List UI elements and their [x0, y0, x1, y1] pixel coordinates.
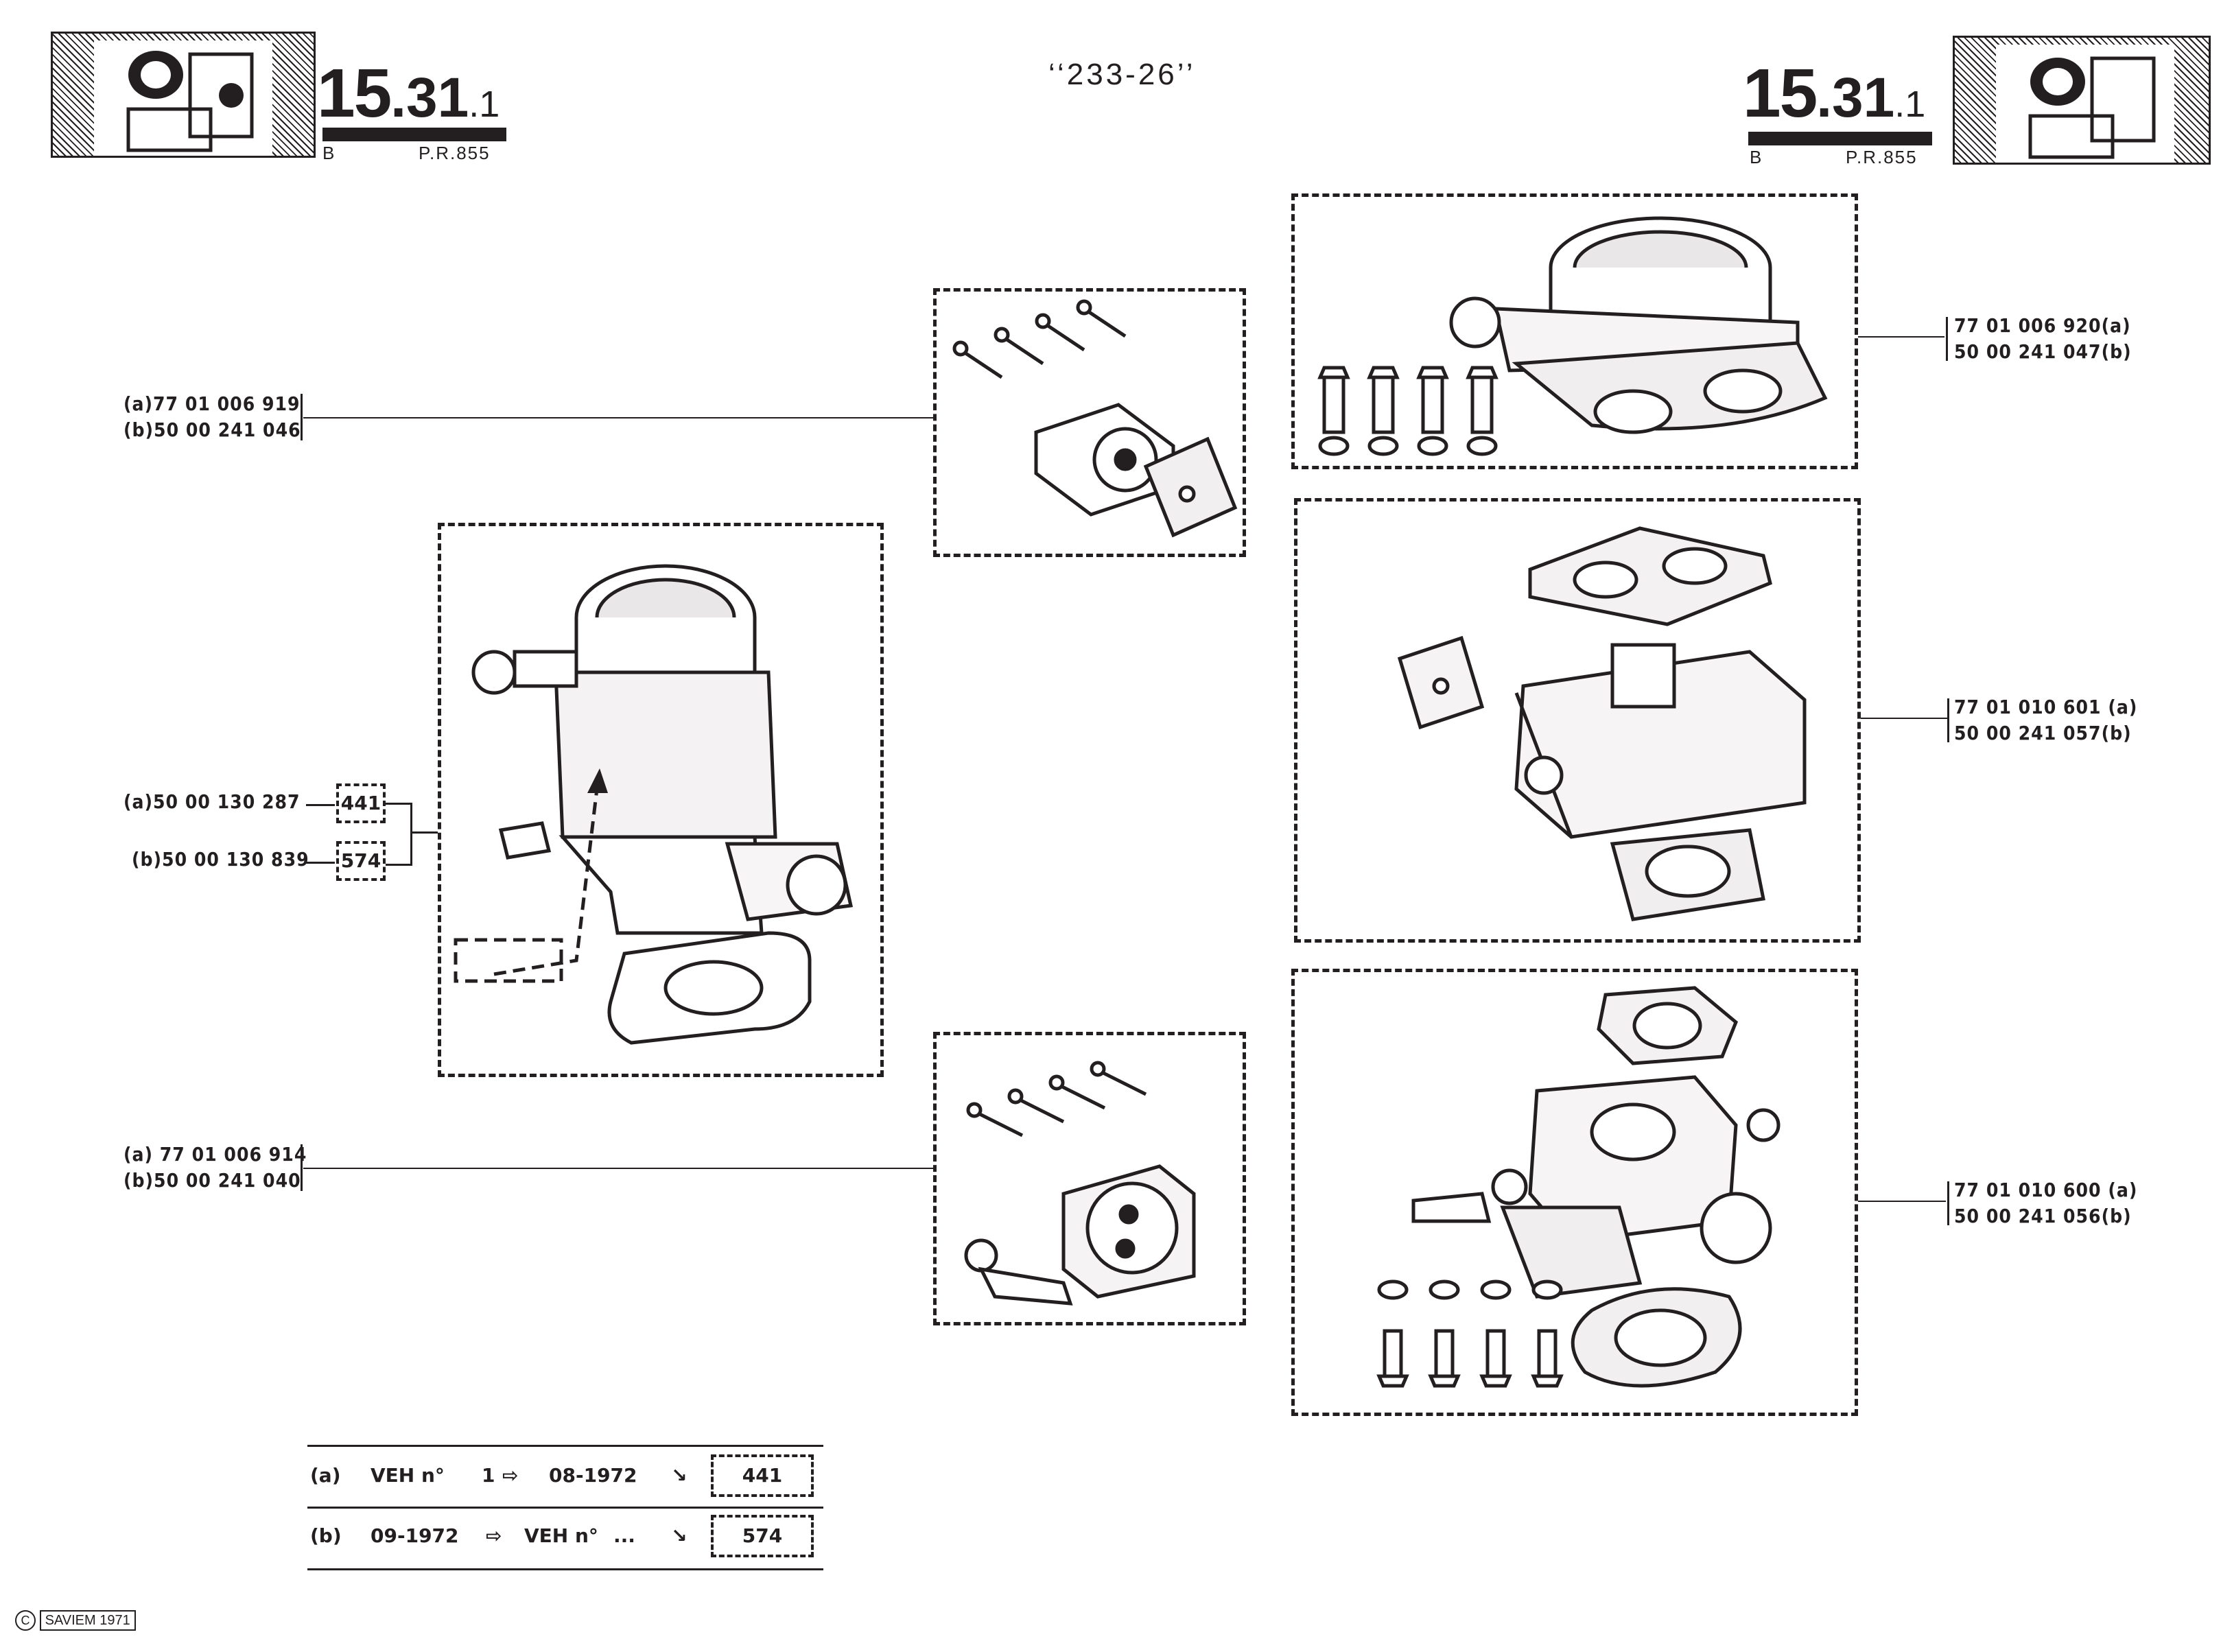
carburettor-icon — [471, 564, 854, 1045]
legend-tag-a: (a) — [310, 1464, 341, 1487]
legend-rule-mid — [307, 1507, 823, 1509]
leader-line-carb-b — [306, 862, 335, 864]
ref-right-bot: 77 01 010 600 (a) 50 00 241 056(b) — [1954, 1177, 2137, 1229]
arrow-right-icon: ⇨ — [486, 1524, 502, 1547]
copyright-text: SAVIEM 1971 — [39, 1610, 136, 1631]
bracket-lower-cover — [296, 1144, 303, 1191]
fuel-path-arrow-icon — [454, 768, 608, 983]
header-bar-right — [1748, 132, 1932, 145]
ref-right-mid-b: 50 00 241 057(b) — [1954, 722, 2132, 744]
header-thumbnail-left — [51, 32, 316, 158]
page-number-left: 15.31.1 — [317, 55, 500, 132]
ref-lower-cover: (a) 77 01 006 914 (b)50 00 241 040 — [124, 1142, 307, 1194]
choke-cover-box — [933, 1032, 1246, 1325]
header-pr-left: P.R.855 — [419, 143, 491, 163]
legend-from-b: 09-1972 — [371, 1524, 459, 1547]
ref-top-cover-b: (b)50 00 241 046 — [124, 418, 301, 441]
legend-tag-b: (b) — [310, 1524, 342, 1547]
throttle-body-box — [1291, 969, 1858, 1416]
ref-right-bot-b: 50 00 241 056(b) — [1954, 1205, 2132, 1227]
legend-to-a: 08-1972 — [549, 1464, 637, 1487]
ref-right-top: 77 01 006 920(a) 50 00 241 047(b) — [1954, 313, 2132, 365]
throttle-body-icon — [1376, 986, 1781, 1388]
air-horn-box — [1291, 193, 1858, 469]
carburettor-thumbnail-icon — [1996, 45, 2174, 163]
leader-line-carb — [410, 831, 438, 834]
legend-code-a: 441 — [711, 1454, 814, 1497]
legend-row-a: (a) VEH n° 1 ⇨ 08-1972 ↘ 441 — [307, 1449, 823, 1505]
ref-lower-cover-a: (a) 77 01 006 914 — [124, 1143, 307, 1166]
legend-from-val-a: 1 — [482, 1464, 495, 1487]
brace-right-top — [1946, 317, 1952, 361]
leader-line-carb-a — [306, 804, 335, 806]
header-pr-right: P.R.855 — [1846, 147, 1918, 167]
bracket-top-cover — [296, 394, 303, 440]
page-number-right: 15.31.1 — [1743, 55, 1926, 132]
diaphragm-cover-box — [933, 288, 1246, 557]
legend-rule-top — [307, 1445, 823, 1447]
ref-right-bot-a: 77 01 010 600 (a) — [1954, 1179, 2138, 1201]
ref-top-cover: (a)77 01 006 919 (b)50 00 241 046 — [124, 391, 301, 443]
legend-rule-bottom — [307, 1568, 823, 1570]
bracket-carb — [386, 803, 412, 866]
carburettor-thumbnail-icon — [94, 40, 272, 156]
legend-from-a: VEH n° — [371, 1464, 445, 1487]
legend-to-b: VEH n° — [524, 1524, 598, 1547]
ref-box-574: 574 — [336, 841, 386, 881]
air-horn-icon — [1317, 216, 1828, 456]
page-title: ‘‘233-26’’ — [1048, 58, 1196, 91]
ref-right-mid: 77 01 010 601 (a) 50 00 241 057(b) — [1954, 694, 2137, 746]
leader-line-right-top — [1858, 336, 1944, 338]
legend-row-b: (b) 09-1972 ⇨ VEH n° ... ↘ 574 — [307, 1509, 823, 1566]
header-bar-left — [322, 128, 506, 141]
ref-right-top-a: 77 01 006 920(a) — [1954, 314, 2131, 337]
copyright: C SAVIEM 1971 — [15, 1610, 136, 1631]
carb-body-box — [1294, 498, 1861, 943]
leader-line-lower-cover — [303, 1168, 933, 1169]
arrow-right-icon: ⇨ — [502, 1464, 519, 1487]
legend-to-val-b: ... — [613, 1524, 635, 1547]
header-letter-left: B — [322, 143, 336, 163]
arrow-diagonal-icon: ↘ — [671, 1524, 688, 1547]
ref-right-top-b: 50 00 241 047(b) — [1954, 340, 2132, 363]
ref-top-cover-a: (a)77 01 006 919 — [124, 392, 301, 415]
diaphragm-cover-icon — [952, 299, 1238, 538]
brace-right-mid — [1947, 698, 1953, 742]
leader-line-right-mid — [1861, 718, 1947, 719]
leader-line-right-bot — [1858, 1201, 1946, 1202]
choke-cover-icon — [964, 1061, 1196, 1306]
ref-carb-b: (b)50 00 130 839 — [132, 848, 309, 871]
ref-right-mid-a: 77 01 010 601 (a) — [1954, 696, 2138, 718]
ref-box-441: 441 — [336, 783, 386, 823]
main-carburettor-box — [438, 523, 884, 1077]
ref-carb-a: (a)50 00 130 287 — [124, 790, 301, 813]
header-letter-right: B — [1750, 147, 1763, 167]
header-thumbnail-right — [1953, 36, 2211, 165]
leader-line-top-cover — [303, 417, 933, 418]
ref-lower-cover-b: (b)50 00 241 040 — [124, 1169, 301, 1192]
legend-code-b: 574 — [711, 1515, 814, 1557]
carb-body-icon — [1397, 526, 1807, 921]
arrow-diagonal-icon: ↘ — [671, 1464, 688, 1487]
brace-right-bot — [1947, 1181, 1953, 1225]
copyright-icon: C — [15, 1610, 36, 1631]
